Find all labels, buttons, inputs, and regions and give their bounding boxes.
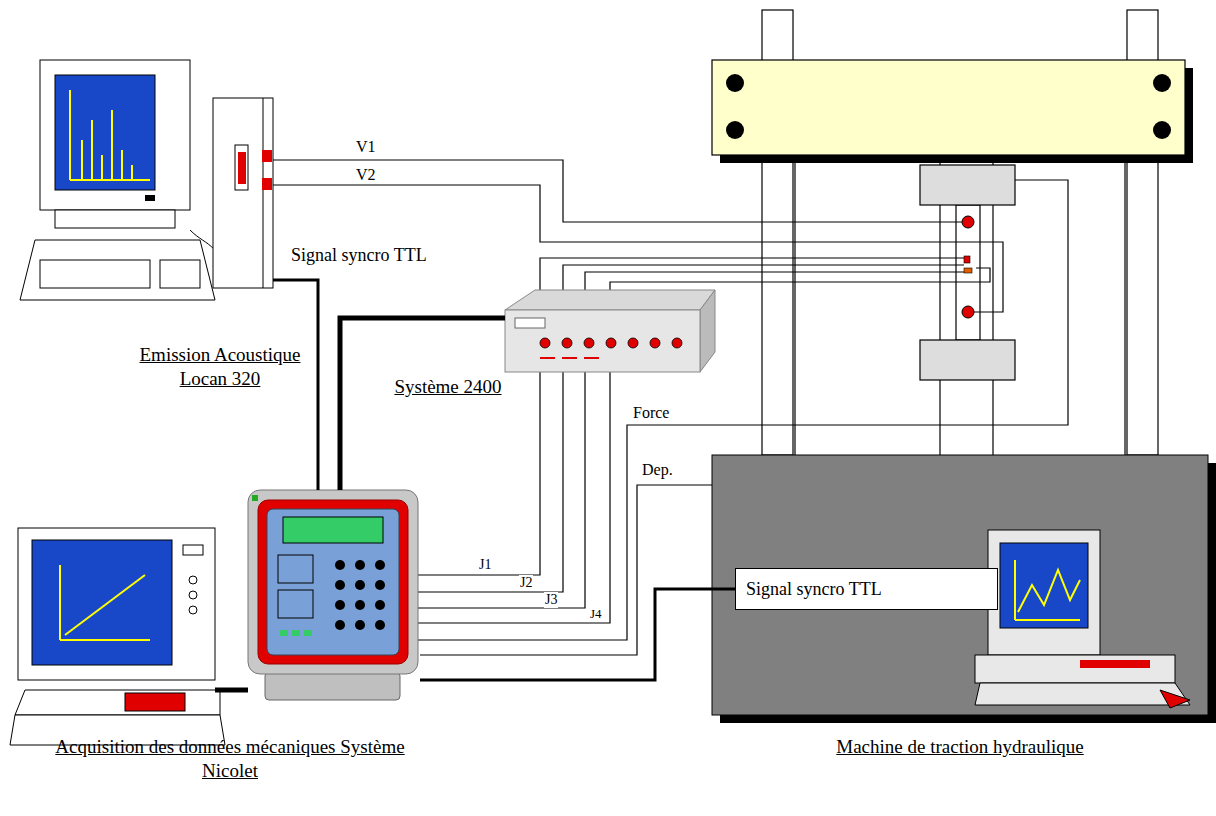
acoustic-emission-system: Emission Acoustique Locan 320: [213, 98, 275, 288]
signal-name: J1: [478, 557, 492, 573]
wire-label: Dep.: [641, 461, 674, 479]
device-caption: Emission Acoustique Locan 320: [120, 343, 320, 391]
signal-name: V1: [355, 138, 377, 156]
signal-name: V2: [355, 166, 377, 184]
signal-label: Signal syncro TTL: [736, 569, 997, 609]
tensile-machine: Machine de traction hydrauliqueSignal sy…: [712, 455, 1208, 715]
signal-name: J2: [519, 575, 533, 591]
device-caption: Machine de traction hydraulique: [712, 735, 1208, 759]
sync-signal-box: Signal syncro TTL: [735, 568, 998, 610]
wire-label: Signal syncro TTL: [290, 246, 428, 264]
device-caption: Système 2400: [368, 375, 528, 399]
signal-name: J3: [544, 592, 558, 608]
amplifier-unit: Système 2400: [505, 288, 717, 374]
signal-wire: [275, 280, 318, 490]
signal-wire: [420, 589, 735, 680]
signal-name: Force: [632, 404, 670, 422]
acquisition-system: Acquisition des données mécaniques Systè…: [246, 490, 420, 702]
device-caption: Acquisition des données mécaniques Systè…: [45, 735, 415, 783]
signal-wire: [420, 485, 712, 655]
signal-name: J4: [589, 606, 603, 621]
signal-wire: [340, 318, 505, 490]
